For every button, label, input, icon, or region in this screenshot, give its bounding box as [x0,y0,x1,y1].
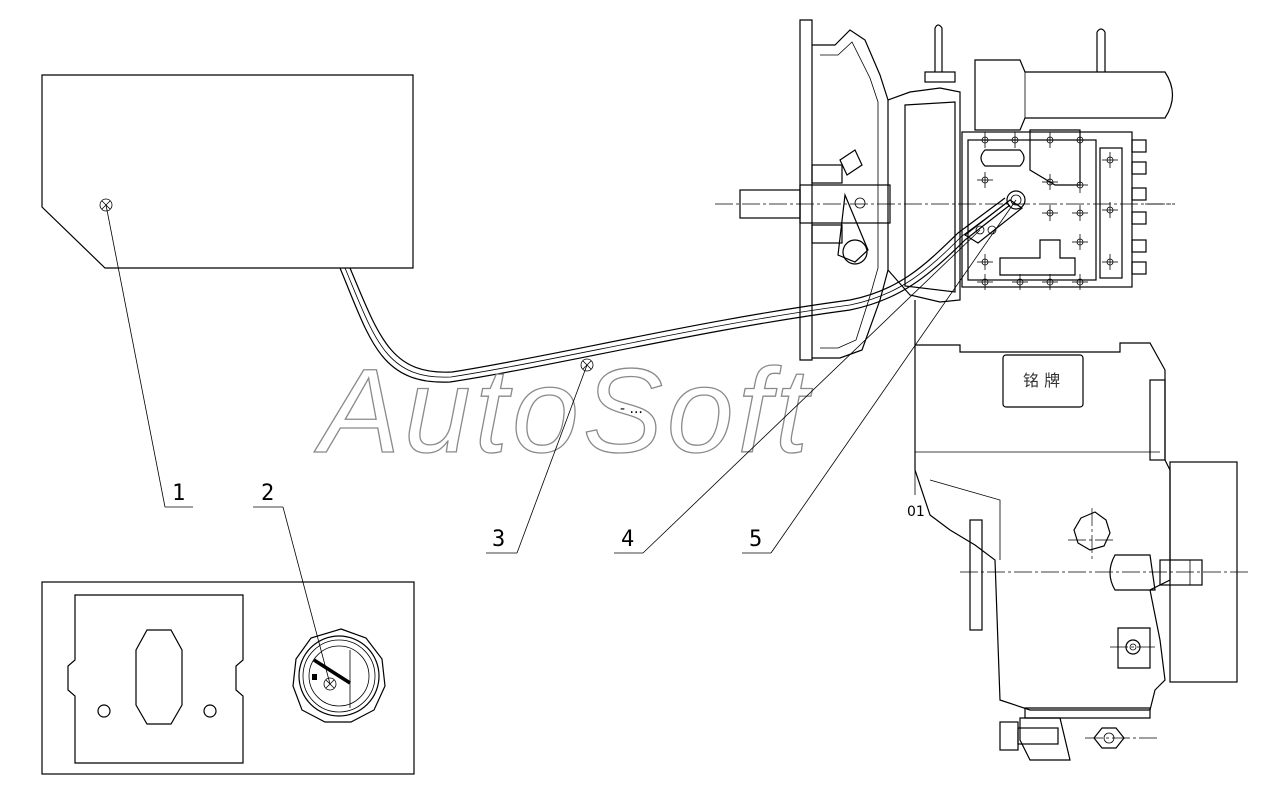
callout-3-label: 3 [492,527,505,552]
callout-1-label: 1 [172,481,185,506]
control-box [41,74,414,269]
transmission-assembly [715,19,1248,761]
callout-2: 2 [253,481,331,685]
callout-4: 4 [614,229,981,554]
watermark-text: AutoSoft [314,344,813,478]
svg-text:- ...: - ... [620,401,643,417]
callout-3: 3 [486,364,588,554]
nameplate-label: 铭 牌 [1023,371,1060,390]
callout-2-label: 2 [261,481,274,506]
panel-assembly [41,581,415,775]
callout-1: 1 [105,204,193,508]
callout-4-label: 4 [621,527,634,552]
gauge-icon [292,628,386,723]
callout-5: 5 [742,199,1017,554]
cable: - ... [339,197,1011,417]
label-01: 01 [907,504,925,520]
callout-5-label: 5 [749,527,762,552]
